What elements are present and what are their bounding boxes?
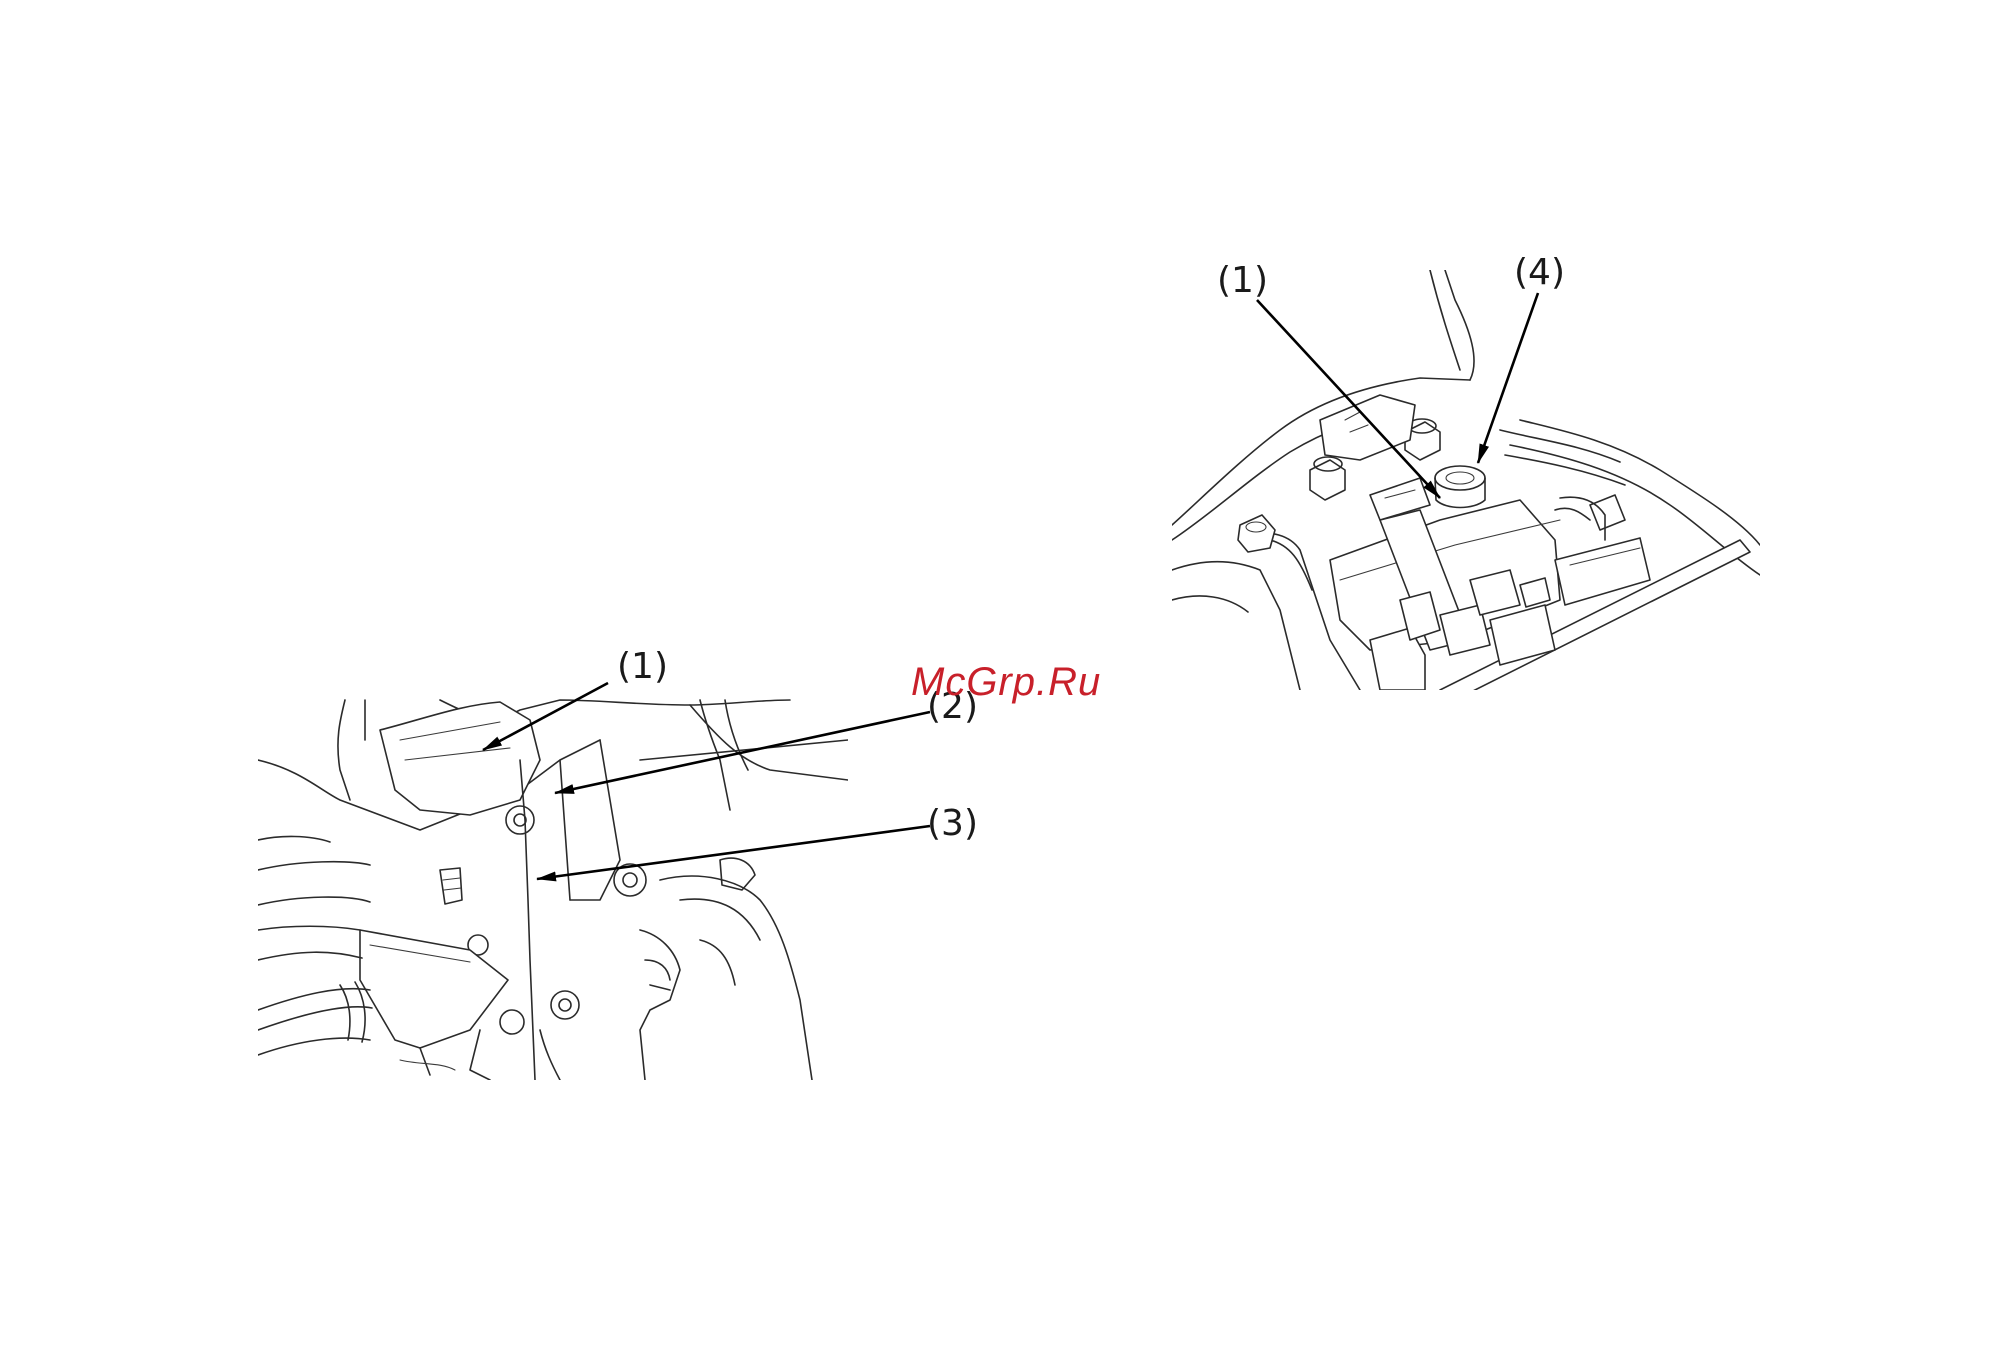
- leader-r1: [1257, 300, 1440, 498]
- callout-left-3: (3): [927, 806, 978, 842]
- callout-left-1: (1): [617, 649, 668, 685]
- leader-r4: [1478, 293, 1538, 463]
- callout-right-4: (4): [1514, 255, 1565, 291]
- left-illustration: [258, 700, 848, 1080]
- callout-right-1: (1): [1217, 263, 1268, 299]
- watermark-text: McGrp.Ru: [911, 660, 1101, 705]
- leader-l3: [537, 826, 930, 879]
- leader-l2: [555, 712, 930, 793]
- right-illustration: [1172, 270, 1760, 700]
